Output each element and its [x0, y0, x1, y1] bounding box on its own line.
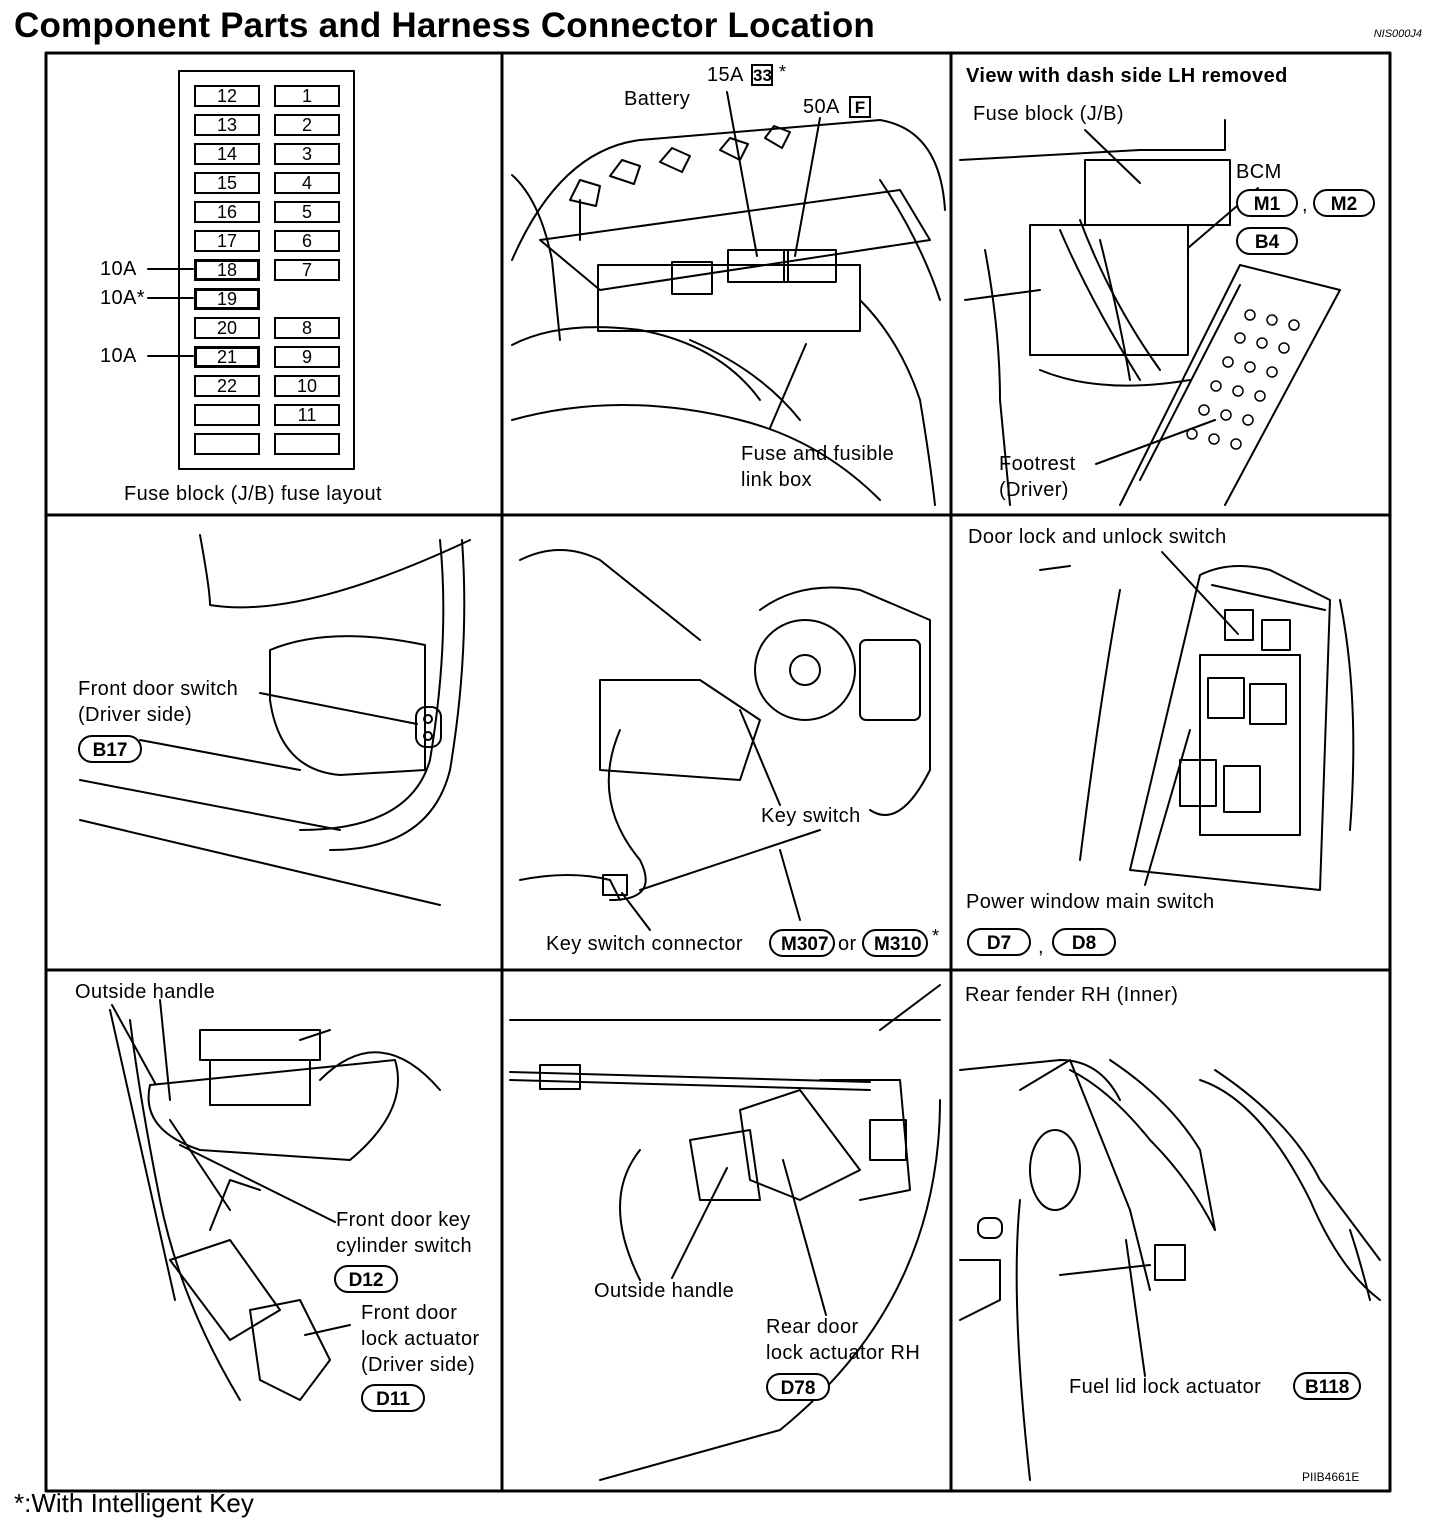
connector-separator: , [1038, 936, 1044, 958]
fuse-slot: 20 [194, 317, 260, 339]
fuse-15a-mark: * [779, 62, 787, 82]
fuse-slot: 3 [274, 143, 340, 165]
fuse-rating-19: 10A* [100, 287, 145, 309]
fuse-slot: 9 [274, 346, 340, 368]
fuse-15a-label: 15A [707, 64, 744, 86]
footrest-dots [1186, 309, 1300, 450]
front-outside-handle-label: Outside handle [75, 981, 216, 1003]
door-switch-label-line2: (Driver side) [78, 704, 193, 726]
door-switch-sketch [79, 534, 471, 906]
fuse-rating-18: 10A [100, 258, 137, 280]
front-actuator-label-line1: Front door [361, 1302, 458, 1324]
connector-m1: M1 [1236, 189, 1298, 217]
fuse-slot: 21 [194, 346, 260, 368]
fuse-rating-21: 10A [100, 345, 137, 367]
fuse-slot: 11 [274, 404, 340, 426]
footrest-label-line2: (Driver) [999, 479, 1069, 501]
connector-m310: M310 [862, 929, 928, 957]
lock-switch-label: Door lock and unlock switch [968, 526, 1227, 548]
dash-side-sketch [959, 119, 1341, 506]
door-switch-label-line1: Front door switch [78, 678, 239, 700]
connector-m2: M2 [1313, 189, 1375, 217]
fuse-slot: 17 [194, 230, 260, 252]
rear-outside-handle-label: Outside handle [594, 1280, 735, 1302]
connector-b118: B118 [1293, 1372, 1361, 1400]
key-cylinder-label-line1: Front door key [336, 1209, 471, 1231]
fuse-50a-label: 50A [803, 96, 840, 118]
battery-sketch [511, 91, 946, 506]
fuse-slot: 4 [274, 172, 340, 194]
front-actuator-label-line2: lock actuator [361, 1328, 480, 1350]
key-switch-sketch [519, 549, 931, 931]
fuse-slot: 14 [194, 143, 260, 165]
dash-view-heading: View with dash side LH removed [966, 65, 1288, 87]
fuse-slot: 2 [274, 114, 340, 136]
panel-grid [44, 51, 1392, 1493]
connector-or: or [838, 933, 857, 955]
fuel-lid-actuator-label: Fuel lid lock actuator [1069, 1376, 1262, 1398]
page-title: Component Parts and Harness Connector Lo… [14, 6, 875, 45]
window-switch-sketch [1039, 551, 1355, 891]
fuse-block-outline [147, 70, 355, 470]
key-cylinder-label-line2: cylinder switch [336, 1235, 473, 1257]
fuse-slot: 13 [194, 114, 260, 136]
fuse-slot: 6 [274, 230, 340, 252]
document-code: NIS000J4 [1373, 28, 1422, 40]
figure-code: PIIB4661E [1302, 1470, 1360, 1484]
connector-d7: D7 [967, 928, 1031, 956]
fuse-slot [194, 404, 260, 426]
fuse-slot: 15 [194, 172, 260, 194]
fuse-slot: 8 [274, 317, 340, 339]
connector-b4: B4 [1236, 227, 1298, 255]
front-door-sketch [109, 999, 441, 1401]
fuse-slot: 1 [274, 85, 340, 107]
fuse-slot [194, 433, 260, 455]
key-switch-mark: * [932, 926, 940, 946]
key-switch-label: Key switch [761, 805, 861, 827]
rear-actuator-label-line2: lock actuator RH [766, 1342, 921, 1364]
connector-d11: D11 [361, 1384, 425, 1412]
fuse-slot: 12 [194, 85, 260, 107]
connector-separator: , [1302, 194, 1308, 216]
connector-m307: M307 [769, 929, 835, 957]
fuse-layout-caption: Fuse block (J/B) fuse layout [124, 483, 382, 505]
connector-b17: B17 [78, 735, 142, 763]
fuse-slot: 18 [194, 259, 260, 281]
front-actuator-label-line3: (Driver side) [361, 1354, 476, 1376]
connector-d78: D78 [766, 1373, 830, 1401]
footrest-label-line1: Footrest [999, 453, 1076, 475]
fuse-slot [274, 433, 340, 455]
connector-d8: D8 [1052, 928, 1116, 956]
fuse-50a-code: F [849, 96, 871, 118]
window-main-switch-label: Power window main switch [966, 891, 1215, 913]
connector-d12: D12 [334, 1265, 398, 1293]
bcm-label: BCM [1236, 161, 1282, 183]
fuse-15a-code: 33 [751, 64, 773, 86]
fuse-block-label: Fuse block (J/B) [973, 103, 1124, 125]
fuse-box-label-line2: link box [741, 469, 813, 491]
footnote: *:With Intelligent Key [14, 1488, 254, 1518]
fender-sketch [959, 1059, 1381, 1481]
fender-heading: Rear fender RH (Inner) [965, 984, 1179, 1006]
rear-door-sketch [509, 984, 941, 1481]
fuse-slot: 22 [194, 375, 260, 397]
fuse-box-label-line1: Fuse and fusible [741, 443, 895, 465]
fuse-slot: 5 [274, 201, 340, 223]
fuse-slot: 7 [274, 259, 340, 281]
fuse-slot: 19 [194, 288, 260, 310]
key-switch-connector-label: Key switch connector [546, 933, 743, 955]
rear-actuator-label-line1: Rear door [766, 1316, 859, 1338]
fuse-slot: 16 [194, 201, 260, 223]
fuse-slot: 10 [274, 375, 340, 397]
battery-label: Battery [624, 88, 691, 110]
